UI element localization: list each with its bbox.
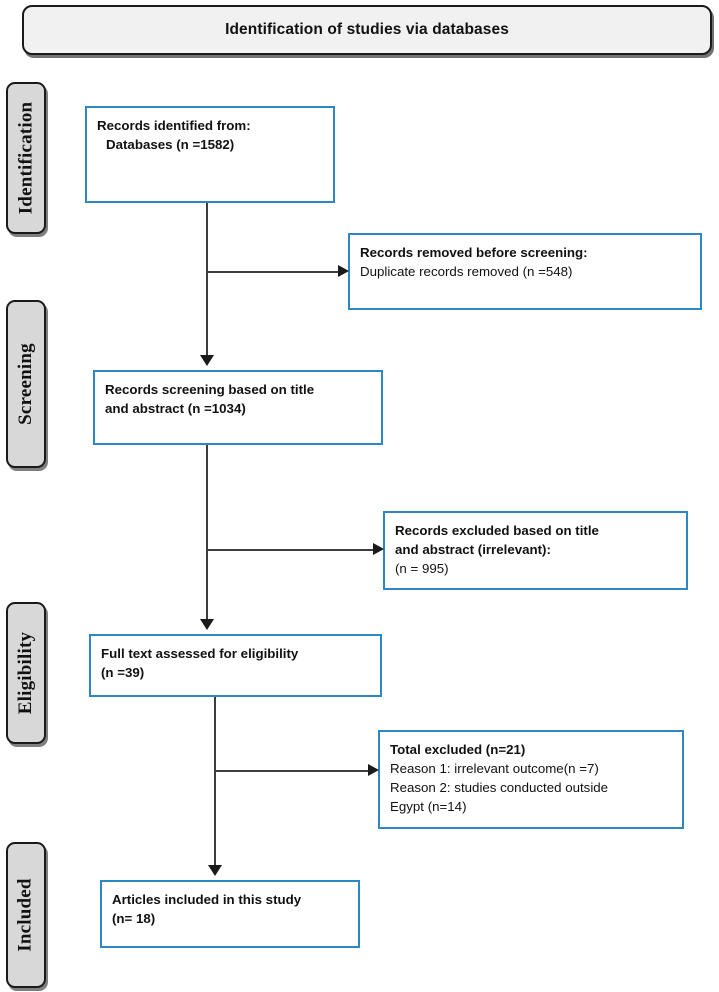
box-records-removed-line1: Records removed before screening: — [360, 245, 588, 260]
box-articles-included: Articles included in this study (n= 18) — [100, 880, 360, 948]
box-records-excluded: Records excluded based on title and abst… — [383, 511, 688, 590]
arrow-right-icon-to-total-excluded — [368, 764, 379, 776]
header-banner: Identification of studies via databases — [22, 5, 712, 55]
box-full-text-assessed: Full text assessed for eligibility (n =3… — [89, 634, 382, 697]
connector-line-identified-to-screening — [206, 203, 208, 355]
arrow-down-icon-to-included — [208, 865, 222, 876]
box-articles-included-line1: Articles included in this study — [112, 892, 302, 907]
arrow-down-icon-to-fulltext — [200, 619, 214, 630]
stage-label-identification-text: Identification — [15, 101, 36, 215]
box-total-excluded-line4: Egypt (n=14) — [390, 798, 467, 814]
box-records-screening-line2: and abstract (n =1034) — [105, 400, 246, 416]
box-records-removed: Records removed before screening: Duplic… — [348, 233, 702, 310]
box-articles-included-line2: (n= 18) — [112, 910, 156, 926]
connector-line-screening-to-fulltext — [206, 445, 208, 619]
box-full-text-assessed-line1: Full text assessed for eligibility — [101, 646, 299, 661]
box-records-excluded-line1: Records excluded based on title — [395, 523, 599, 538]
connector-line-fulltext-to-included — [214, 697, 216, 865]
stage-label-included: Included — [6, 842, 46, 988]
stage-label-screening-text: Screening — [15, 343, 37, 425]
box-total-excluded-line2: Reason 1: irrelevant outcome(n =7) — [390, 760, 599, 776]
box-records-identified: Records identified from: Databases (n =1… — [85, 106, 335, 203]
box-records-screening: Records screening based on title and abs… — [93, 370, 383, 445]
arrow-down-icon-to-screening — [200, 355, 214, 366]
box-records-screening-line1: Records screening based on title — [105, 382, 315, 397]
connector-line-to-total-excluded — [214, 770, 370, 772]
box-total-excluded-line1: Total excluded (n=21) — [390, 742, 526, 757]
connector-line-to-records-excluded — [206, 549, 376, 551]
box-records-identified-line1: Records identified from: — [97, 118, 251, 133]
arrow-right-icon-to-records-excluded — [373, 543, 384, 555]
box-records-identified-line2: Databases (n =1582) — [106, 136, 235, 152]
box-total-excluded-line3: Reason 2: studies conducted outside — [390, 779, 609, 795]
box-total-excluded: Total excluded (n=21) Reason 1: irreleva… — [378, 730, 684, 829]
stage-label-included-text: Included — [15, 878, 37, 952]
stage-label-eligibility-text: Eligibility — [15, 631, 37, 715]
stage-label-screening: Screening — [6, 300, 46, 468]
box-records-excluded-line3: (n = 995) — [395, 560, 449, 576]
box-full-text-assessed-line2: (n =39) — [101, 664, 145, 680]
box-records-removed-line2: Duplicate records removed (n =548) — [360, 263, 573, 279]
connector-line-to-records-removed — [206, 271, 340, 273]
box-records-excluded-line2: and abstract (irrelevant): — [395, 541, 551, 557]
stage-label-eligibility: Eligibility — [6, 602, 46, 744]
stage-label-identification: Identification — [6, 82, 46, 234]
page-title: Identification of studies via databases — [225, 21, 509, 38]
arrow-right-icon-to-records-removed — [338, 265, 349, 277]
